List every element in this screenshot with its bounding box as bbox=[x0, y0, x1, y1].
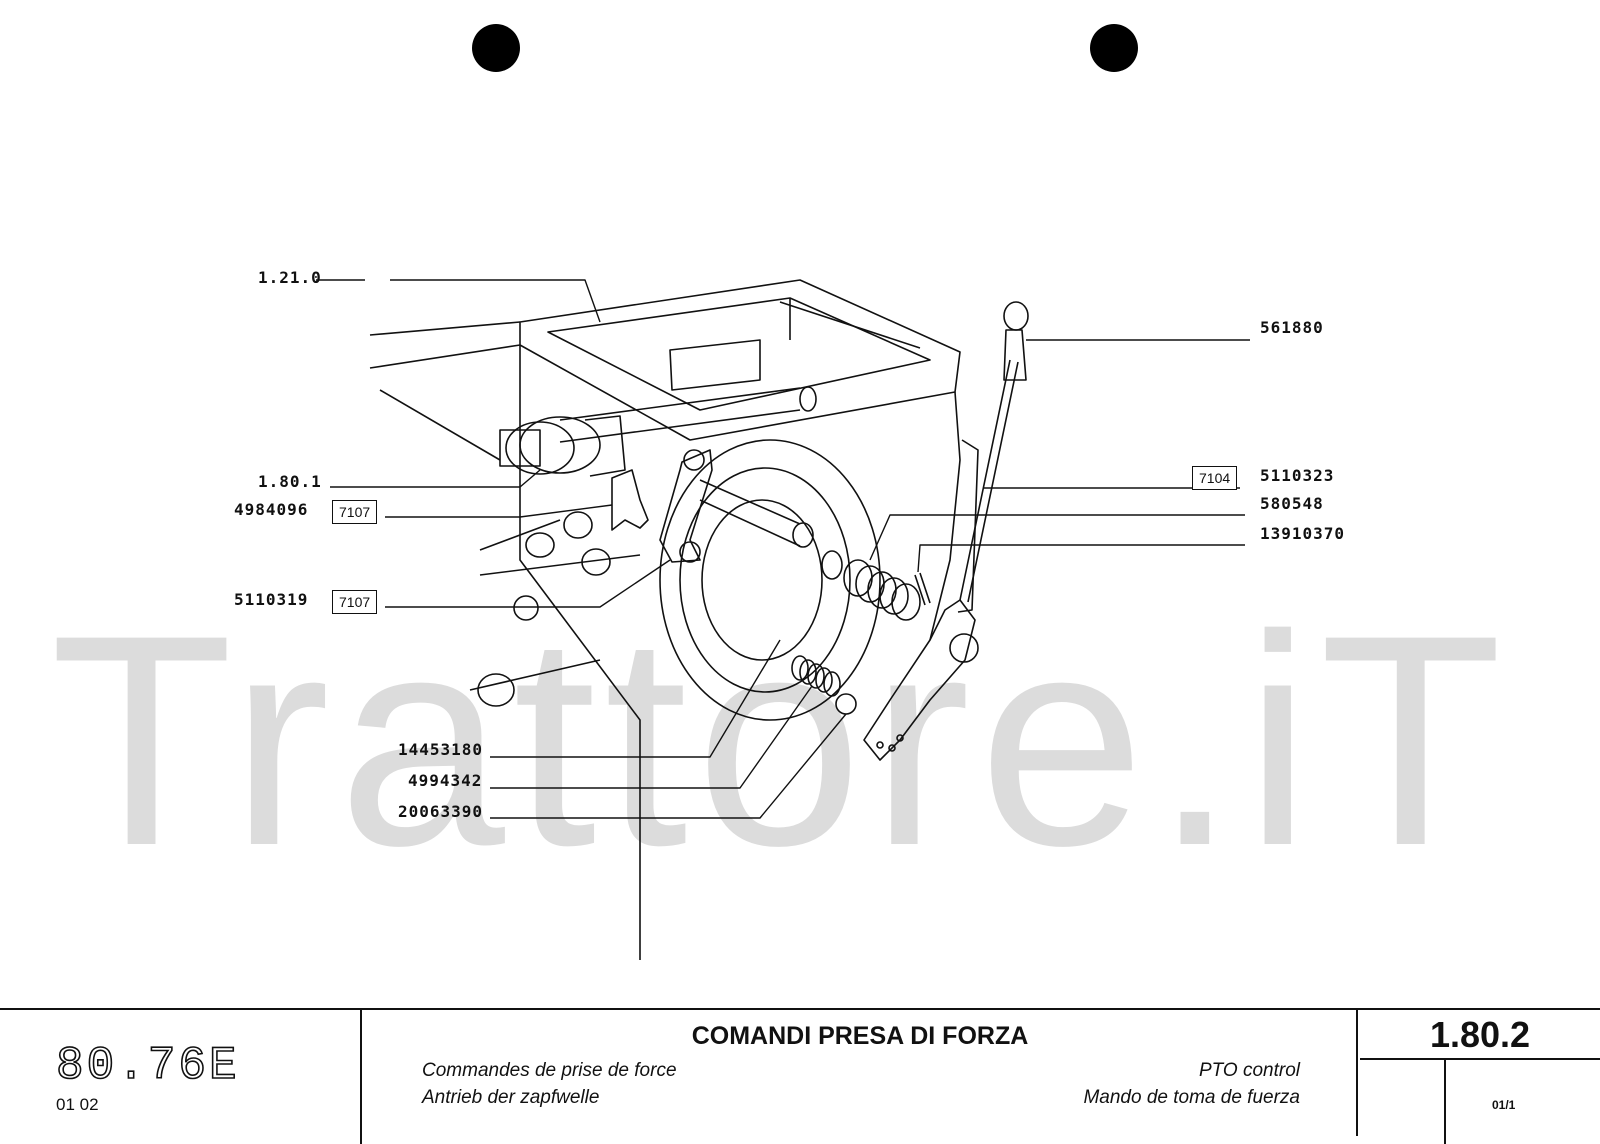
coupling-sleeve bbox=[499, 415, 626, 477]
pin bbox=[914, 572, 931, 606]
label-1-21-0: 1.21.0 bbox=[258, 268, 322, 287]
title-french: Commandes de prise de force bbox=[422, 1060, 677, 1081]
bell-crank bbox=[659, 449, 814, 563]
ref-box-7107-a: 7107 bbox=[332, 500, 378, 524]
label-4984096: 4984096 bbox=[234, 500, 309, 519]
flange-ring bbox=[659, 439, 881, 721]
label-580548: 580548 bbox=[1260, 494, 1324, 513]
label-14453180: 14453180 bbox=[398, 740, 484, 759]
upper-shaft bbox=[559, 387, 801, 443]
binding-hole-right bbox=[1090, 24, 1138, 72]
title-spanish: Mando de toma de fuerza bbox=[1083, 1087, 1300, 1108]
ref-box-7107-b: 7107 bbox=[332, 590, 378, 614]
page-title: COMANDI PRESA DI FORZA bbox=[691, 1022, 1029, 1050]
label-13910370: 13910370 bbox=[1260, 524, 1346, 543]
label-20063390: 20063390 bbox=[398, 802, 484, 821]
large-spring bbox=[843, 559, 921, 621]
small-lever bbox=[611, 469, 649, 531]
label-5110323: 5110323 bbox=[1260, 466, 1335, 485]
binding-hole-left bbox=[472, 24, 520, 72]
label-4994342: 4994342 bbox=[408, 771, 483, 790]
model-logo: 80.76E bbox=[55, 1039, 240, 1093]
title-block bbox=[0, 1008, 1600, 1144]
sheet-number: 01/1 bbox=[1492, 1098, 1516, 1112]
title-german: Antrieb der zapfwelle bbox=[422, 1087, 600, 1108]
label-5110319: 5110319 bbox=[234, 590, 309, 609]
ref-box-7104: 7104 bbox=[1192, 466, 1238, 490]
small-spring bbox=[791, 655, 841, 697]
label-561880: 561880 bbox=[1260, 318, 1324, 337]
washer bbox=[821, 550, 843, 580]
page-number: 1.80.2 bbox=[1429, 1014, 1531, 1055]
pto-lever bbox=[863, 301, 1029, 761]
title-english: PTO control bbox=[1198, 1060, 1300, 1081]
model-code: 01 02 bbox=[56, 1095, 99, 1114]
exploded-view-drawing bbox=[316, 279, 1250, 960]
ball bbox=[835, 693, 857, 715]
label-1-80-1: 1.80.1 bbox=[258, 472, 322, 491]
